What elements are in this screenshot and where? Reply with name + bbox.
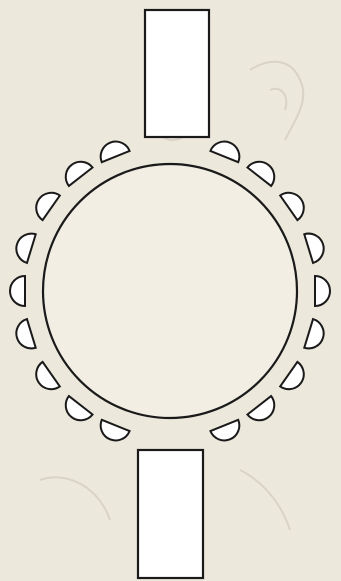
round-table	[43, 164, 297, 418]
bottom-rectangle-block	[138, 450, 203, 578]
top-rectangle-block	[145, 10, 209, 137]
